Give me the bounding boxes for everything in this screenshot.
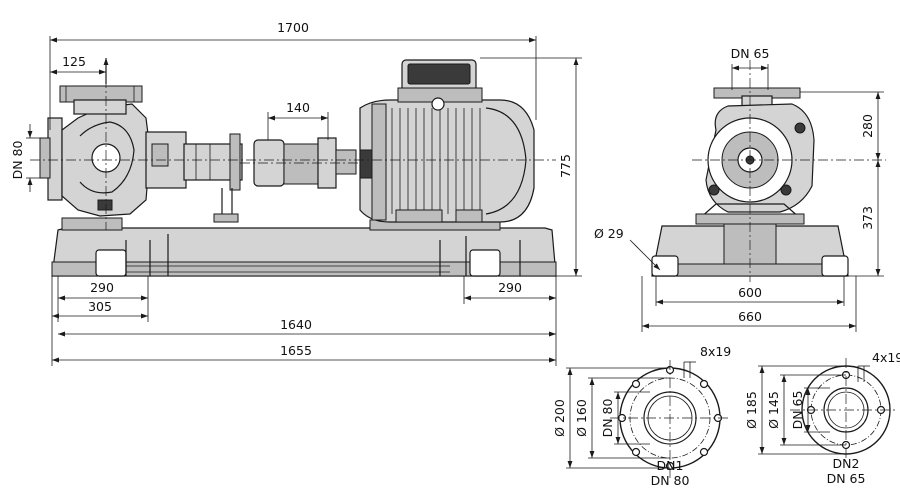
motor [359,59,535,223]
dn2-pitch-diameter: Ø 145 [766,391,781,429]
coupling [240,137,360,189]
dn1-bore: DN 80 [600,399,615,438]
flange-dn1: Ø 200 Ø 160 DN 80 8x19 DN1 DN 80 [552,344,731,488]
dn1-outer-diameter: Ø 200 [552,399,567,437]
pump-volute [39,85,151,217]
flange-dn2: Ø 185 Ø 145 DN 65 4x19 DN2 DN 65 [744,350,900,486]
dim-290-right: 290 [498,280,522,295]
dim-660: 660 [738,309,762,324]
side-view-dimensions: 1700 125 140 775 DN 80 290 305 290 [10,20,582,366]
dn2-bolt-pattern: 4x19 [872,350,900,365]
dim-280: 280 [860,114,875,138]
dim-bolt-hole: Ø 29 [594,226,624,241]
dim-1655: 1655 [280,343,312,358]
dim-1640: 1640 [280,317,312,332]
dn1-label: DN1 [657,458,684,473]
dn1-pitch-diameter: Ø 160 [574,399,589,437]
dim-290-left: 290 [90,280,114,295]
motor-cooling-fins [391,108,481,214]
dn2-outer-diameter: Ø 185 [744,391,759,429]
dim-600: 600 [738,285,762,300]
bearing-housing [145,131,243,223]
dim-125: 125 [62,54,86,69]
dn1-bolt-pattern: 8x19 [700,344,731,359]
dn1-size: DN 80 [651,473,690,488]
dim-775: 775 [558,154,573,178]
dim-dn65-discharge: DN 65 [731,46,770,61]
dim-1700: 1700 [277,20,309,35]
dn2-size: DN 65 [827,471,866,486]
dn2-bore: DN 65 [790,391,805,430]
dim-373: 373 [860,206,875,230]
dim-dn80-suction: DN 80 [10,141,25,180]
dim-305: 305 [88,299,112,314]
base-frame [51,217,557,277]
side-view [30,58,557,277]
end-view-pump [695,87,815,225]
end-view [651,60,886,282]
end-view-dimensions: DN 65 280 373 Ø 29 600 660 [594,46,884,332]
dim-140: 140 [286,100,310,115]
dn2-label: DN2 [833,456,860,471]
